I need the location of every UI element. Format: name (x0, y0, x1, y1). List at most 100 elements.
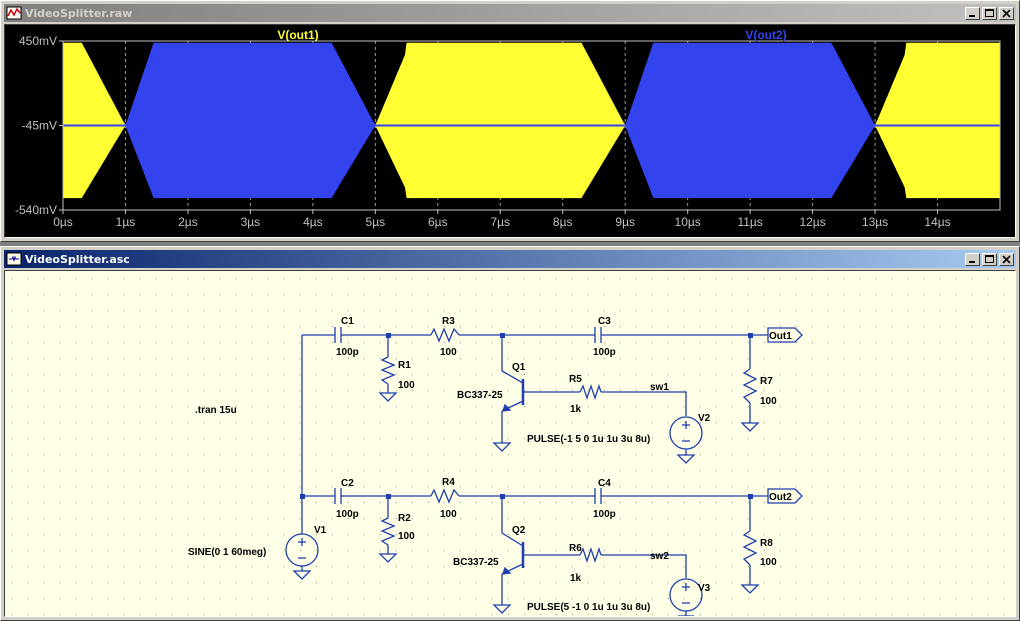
spice-directive[interactable]: .tran 15u (195, 405, 237, 416)
x-tick-label: 14µs (924, 215, 950, 229)
label-r7: R7 (760, 376, 773, 387)
label-q2: Q2 (512, 525, 526, 536)
capacitor-c3[interactable] (594, 327, 602, 343)
schematic-icon (6, 252, 22, 266)
label-c4: C4 (598, 478, 611, 489)
resistor-r7[interactable] (742, 368, 758, 404)
voltage-source-v2[interactable] (669, 416, 703, 450)
value-c3: 100p (593, 347, 616, 358)
capacitor-c4[interactable] (594, 488, 602, 504)
value-q1: BC337-25 (457, 390, 503, 401)
capacitor-c1[interactable] (334, 327, 342, 343)
resistor-r5[interactable] (579, 383, 602, 401)
label-r4: R4 (442, 477, 455, 488)
label-r1: R1 (398, 360, 411, 371)
label-r6: R6 (569, 543, 582, 554)
resistor-r4[interactable] (430, 488, 460, 504)
capacitor-c2[interactable] (334, 488, 342, 504)
label-c3: C3 (598, 316, 611, 327)
x-tick-label: 8µs (553, 215, 573, 229)
value-r8: 100 (760, 557, 777, 568)
value-r2: 100 (398, 531, 415, 542)
schematic-drawing[interactable]: C1 100p R3 100 C3 100p R1 100 Q1 BC337-2… (5, 271, 1016, 617)
x-tick-label: 11µs (737, 215, 762, 229)
value-c1: 100p (336, 347, 359, 358)
y-tick-label: -45mV (22, 119, 57, 133)
port-out1[interactable] (767, 327, 803, 343)
voltage-source-v1[interactable] (285, 533, 319, 567)
label-r3: R3 (442, 316, 455, 327)
minimize-button[interactable] (965, 6, 980, 20)
maximize-button[interactable] (982, 6, 997, 20)
junction-dots (300, 333, 753, 499)
value-r1: 100 (398, 380, 415, 391)
net-sw2: sw2 (650, 551, 669, 562)
net-sw1: sw1 (650, 382, 669, 393)
value-c4: 100p (593, 509, 616, 520)
schematic-canvas[interactable]: C1 100p R3 100 C3 100p R1 100 Q1 BC337-2… (4, 270, 1016, 617)
value-c2: 100p (336, 509, 359, 520)
y-tick-label: -540mV (15, 203, 57, 217)
resistor-r2[interactable] (380, 517, 396, 546)
value-v1: SINE(0 1 60meg) (188, 547, 266, 558)
resistor-r6[interactable] (579, 546, 602, 564)
port-out2[interactable] (767, 488, 803, 504)
label-r8: R8 (760, 538, 773, 549)
x-tick-label: 10µs (675, 215, 701, 229)
wire-net[interactable] (301, 334, 768, 616)
plot-window-titlebar[interactable]: VideoSplitter.raw (4, 4, 1016, 22)
close-button[interactable] (999, 6, 1014, 20)
value-v2: PULSE(-1 5 0 1u 1u 3u 8u) (527, 434, 650, 445)
y-tick-label: 450mV (19, 34, 57, 48)
x-tick-label: 0µs (53, 215, 73, 229)
schematic-window[interactable]: VideoSplitter.asc (0, 246, 1020, 621)
value-q2: BC337-25 (453, 557, 499, 568)
schematic-window-title: VideoSplitter.asc (25, 252, 130, 266)
value-r4: 100 (440, 509, 457, 520)
label-v3: V3 (698, 583, 711, 594)
waveform-plot-area[interactable]: 0µs 1µs 2µs 3µs 4µs 5µs 6µs 7µs 8µs 9µs 10µs 11µs 12… (4, 24, 1016, 238)
transistor-q2[interactable] (501, 532, 530, 575)
value-r7: 100 (760, 396, 777, 407)
legend-v-out2[interactable]: V(out2) (745, 28, 786, 42)
x-tick-label: 1µs (116, 215, 136, 229)
x-tick-label: 13µs (862, 215, 888, 229)
waveform-chart[interactable]: 0µs 1µs 2µs 3µs 4µs 5µs 6µs 7µs 8µs 9µs 10µs 11µs 12… (5, 25, 1016, 238)
label-r2: R2 (398, 513, 411, 524)
label-v1: V1 (314, 525, 327, 536)
schematic-grid (5, 271, 1015, 616)
value-r5: 1k (570, 404, 582, 415)
transistor-q1[interactable] (501, 370, 530, 412)
port-out2-label: Out2 (769, 492, 792, 503)
port-out1-label: Out1 (769, 331, 792, 342)
schematic-window-titlebar[interactable]: VideoSplitter.asc (4, 250, 1016, 268)
label-c2: C2 (341, 478, 354, 489)
legend-v-out1[interactable]: V(out1) (277, 28, 318, 42)
label-v2: V2 (698, 413, 711, 424)
voltage-source-v3[interactable] (669, 578, 703, 612)
x-tick-label: 6µs (428, 215, 448, 229)
label-c1: C1 (341, 316, 354, 327)
x-tick-label: 5µs (366, 215, 386, 229)
resistor-r1[interactable] (380, 356, 396, 385)
trace-v-out1[interactable] (63, 42, 1000, 199)
value-v3: PULSE(5 -1 0 1u 1u 3u 8u) (527, 602, 650, 613)
value-r3: 100 (440, 347, 457, 358)
x-tick-label: 9µs (615, 215, 635, 229)
close-button[interactable] (999, 252, 1014, 266)
label-r5: R5 (569, 374, 582, 385)
x-tick-label: 12µs (799, 215, 825, 229)
resistor-r3[interactable] (430, 327, 460, 343)
plot-window-title: VideoSplitter.raw (25, 6, 133, 20)
plot-window[interactable]: VideoSplitter.raw 0µs 1µs 2µs 3µs 4µs 5µs 6µs 7… (0, 0, 1020, 242)
resistor-r8[interactable] (742, 530, 758, 566)
label-q1: Q1 (512, 362, 526, 373)
ground-symbols (292, 392, 760, 616)
trace-v-out2[interactable] (63, 42, 1000, 199)
minimize-button[interactable] (965, 252, 980, 266)
x-tick-label: 4µs (303, 215, 323, 229)
maximize-button[interactable] (982, 252, 997, 266)
x-tick-label: 3µs (241, 215, 261, 229)
x-tick-label: 7µs (490, 215, 510, 229)
x-tick-label: 2µs (178, 215, 198, 229)
